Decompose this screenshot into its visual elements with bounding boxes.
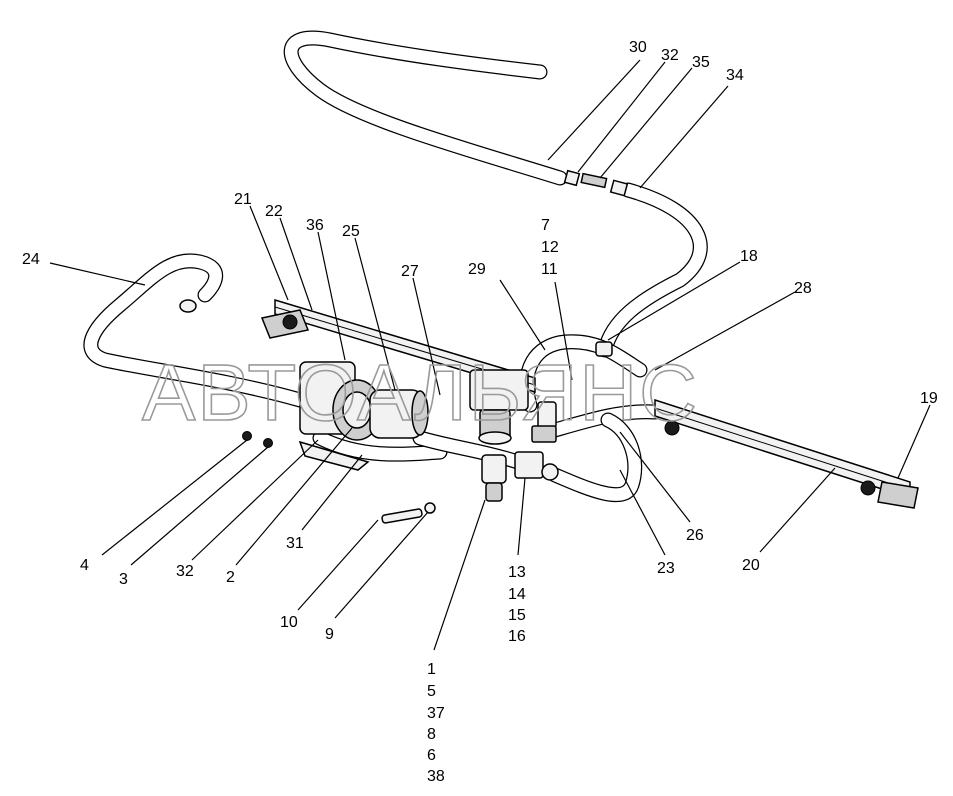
callout-4: 4: [80, 557, 89, 574]
callout-28: 28: [794, 280, 812, 297]
callout-5: 5: [427, 683, 436, 700]
washer-9: [424, 502, 436, 514]
callout-36: 36: [306, 217, 324, 234]
rail-20: [654, 398, 919, 509]
callout-12: 12: [541, 239, 559, 256]
callout-35: 35: [692, 54, 710, 71]
callout-7: 7: [541, 217, 550, 234]
bolt-10: [381, 508, 423, 524]
callout-2: 2: [226, 569, 235, 586]
callout-14: 14: [508, 586, 526, 603]
hose-31: [312, 430, 448, 462]
callout-32-top: 32: [661, 47, 679, 64]
valve-block: [469, 369, 529, 502]
callout-labels: 30 32 35 34 21 22 36 25 7 12 11 24 27 29…: [22, 39, 938, 785]
callout-10: 10: [280, 614, 298, 631]
callout-37: 37: [427, 705, 445, 722]
callout-23: 23: [657, 560, 675, 577]
hose-23: [547, 412, 643, 502]
callout-11: 11: [541, 261, 558, 278]
callout-34: 34: [726, 67, 744, 84]
callout-16: 16: [508, 628, 526, 645]
callout-6: 6: [427, 747, 436, 764]
callout-30: 30: [629, 39, 647, 56]
hose-34: [597, 182, 708, 358]
callout-31: 31: [286, 535, 304, 552]
callout-21: 21: [234, 191, 252, 208]
bracket-31: [298, 440, 370, 471]
coupling-32-35: [563, 169, 629, 197]
callout-22: 22: [265, 203, 283, 220]
watermark-text: АВТОАЛЬЯНС: [142, 348, 699, 437]
callout-1: 1: [427, 661, 436, 678]
hose-24: [83, 253, 308, 408]
callout-24: 24: [22, 251, 40, 268]
callout-9: 9: [325, 626, 334, 643]
valve-7-12-11: [531, 401, 557, 443]
callout-3: 3: [119, 571, 128, 588]
washer-3: [263, 438, 273, 448]
hose-30: [283, 30, 568, 186]
callout-13: 13: [508, 564, 526, 581]
clamp-24-end: [179, 299, 197, 313]
callout-8: 8: [427, 726, 436, 743]
callout-27: 27: [401, 263, 419, 280]
callout-20: 20: [742, 557, 760, 574]
callout-19: 19: [920, 390, 938, 407]
callout-15: 15: [508, 607, 526, 624]
callout-26: 26: [686, 527, 704, 544]
valve-13-16: [514, 451, 559, 481]
callout-32-bottom: 32: [176, 563, 194, 580]
callout-29: 29: [468, 261, 486, 278]
callout-38: 38: [427, 768, 445, 785]
pump-assembly: [299, 361, 429, 441]
clamp-18: [595, 341, 613, 357]
callout-25: 25: [342, 223, 360, 240]
rail-21: [260, 298, 536, 394]
leader-lines: [49, 59, 931, 651]
callout-18: 18: [740, 248, 758, 265]
